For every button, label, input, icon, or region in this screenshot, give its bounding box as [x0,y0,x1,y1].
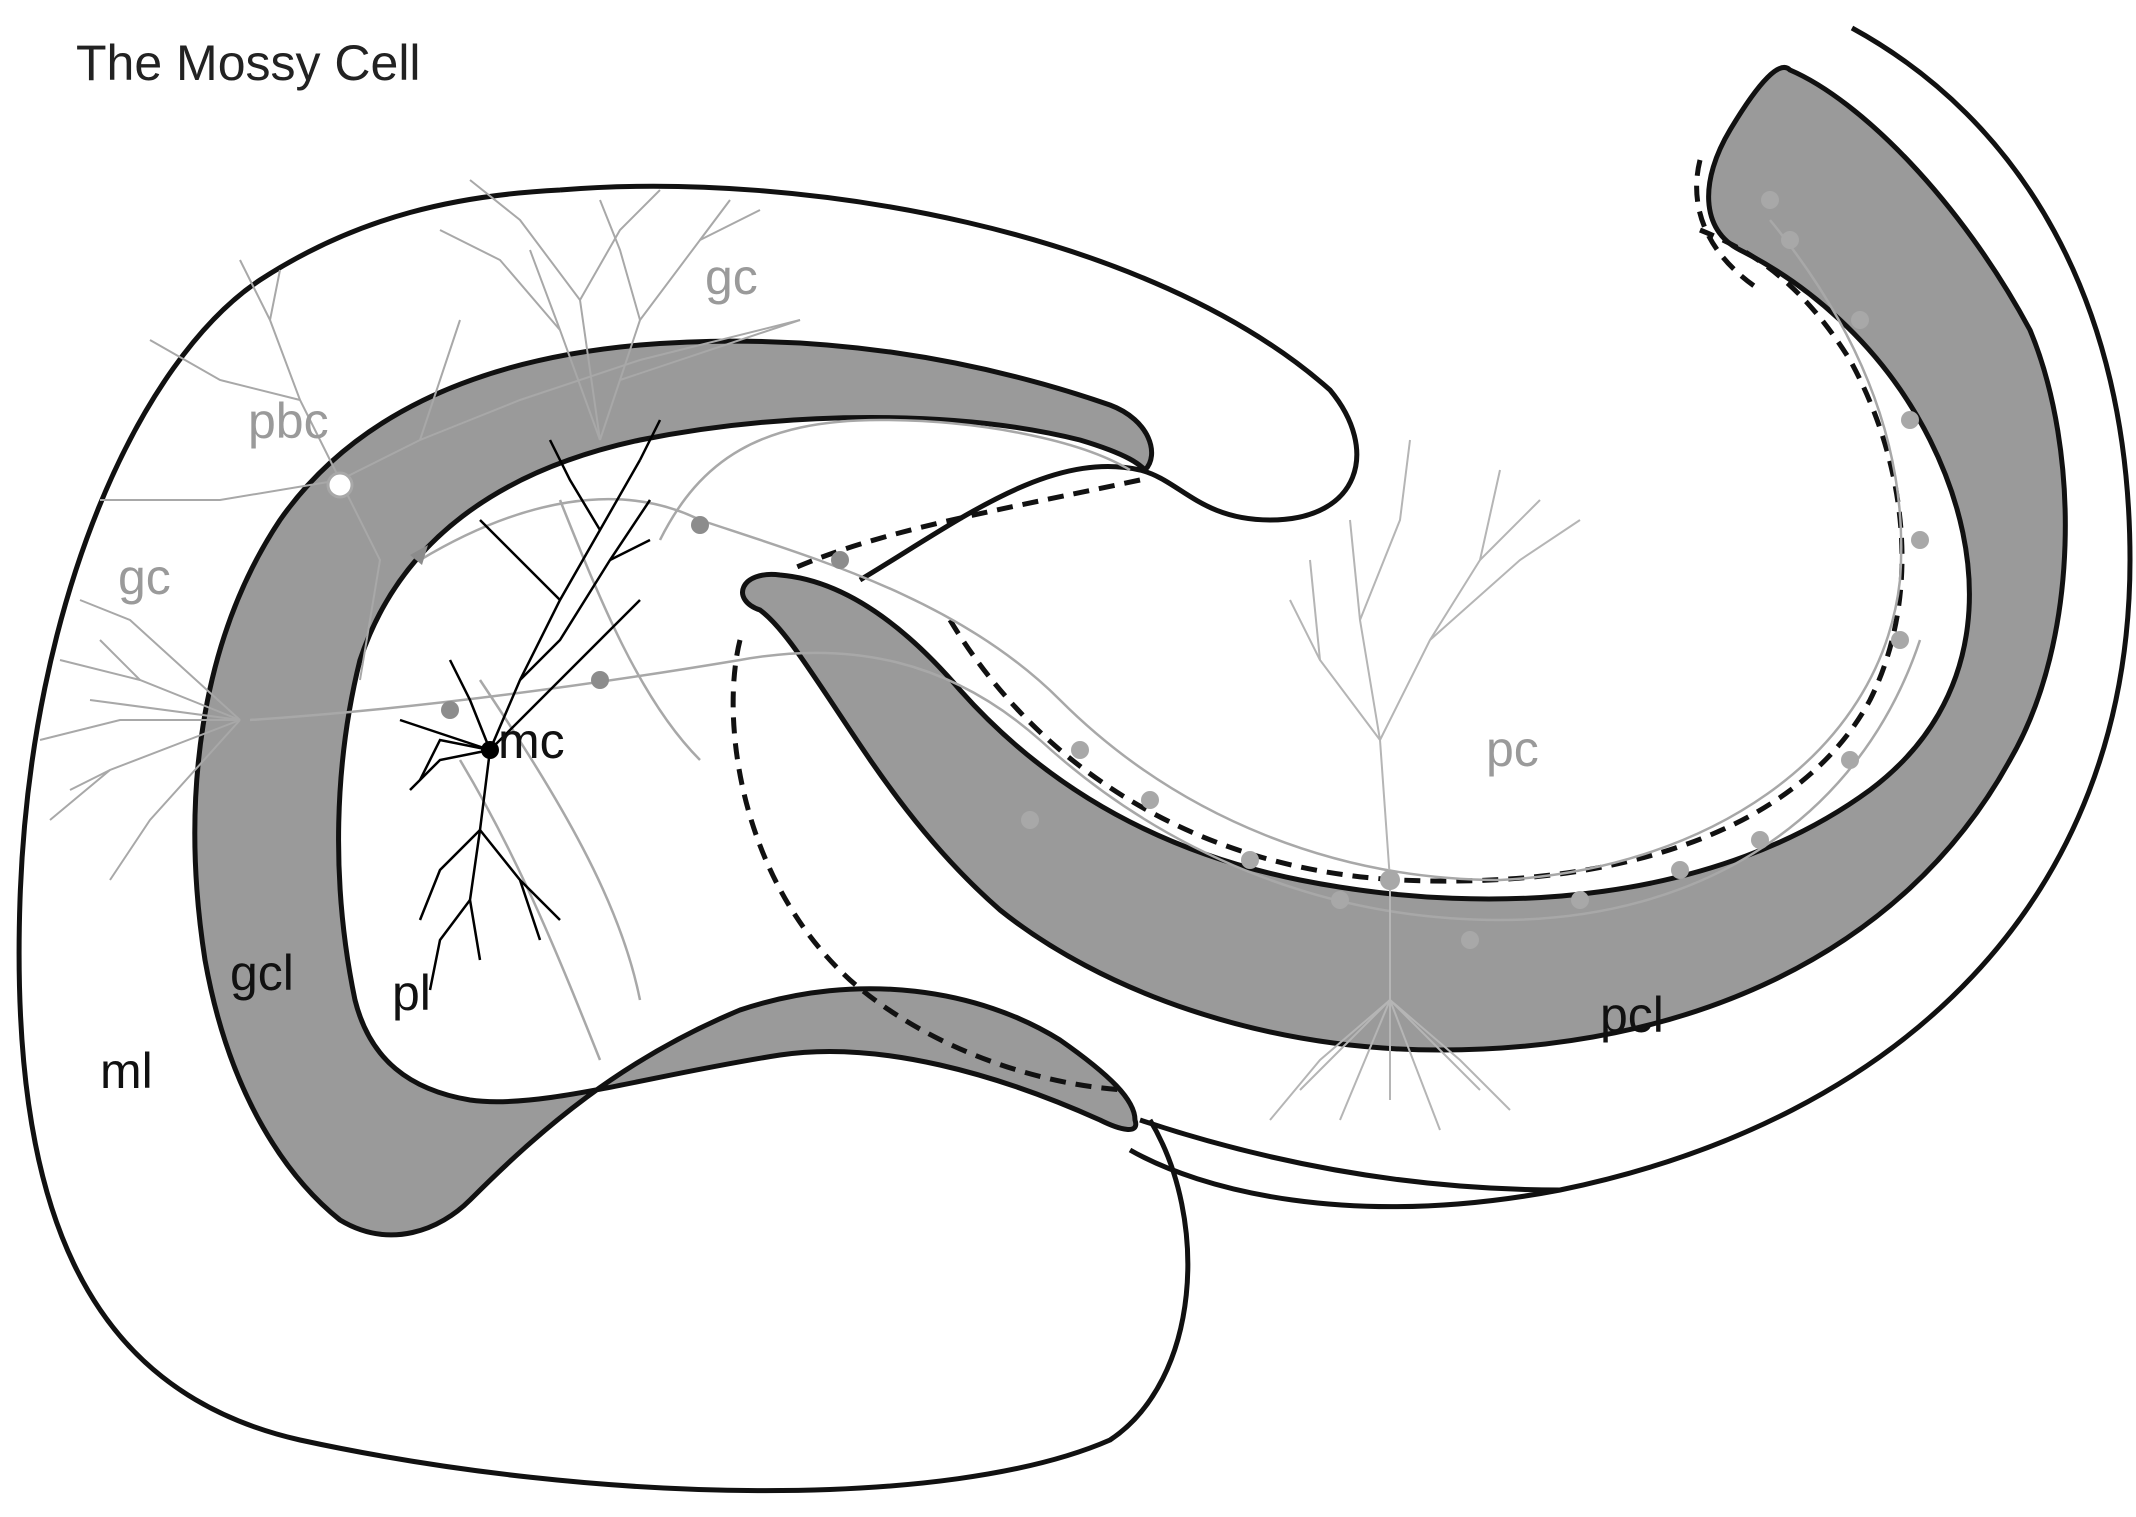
pyramidal-cell-soma [1380,870,1400,890]
ca3-outer-border [1139,1117,1561,1193]
gcl-somata [410,516,849,719]
dashed-border-lower [730,639,1126,1093]
dashed-border-upper [788,477,1141,573]
label-gcl: gcl [230,945,294,1001]
label-pc: pc [1486,721,1539,777]
basket-cell-soma [326,471,354,499]
pcl-somata [1021,191,1929,949]
label-pbc: pbc [248,393,329,449]
figure-title: The Mossy Cell [76,35,421,91]
dentate-gyrus-outline [16,183,1360,1494]
mossy-cell [399,419,662,991]
granule-cell-dendrites-left [39,599,241,881]
label-gc-left: gc [118,549,171,605]
label-pcl: pcl [1600,987,1664,1043]
outer-boundary-arc [1128,25,2133,1209]
label-pl: pl [392,965,431,1021]
label-ml: ml [100,1043,153,1099]
dashed-border-ca3 [947,227,1905,884]
pyramidal-cell-dendrites [1269,439,1581,1131]
basket-cell-processes [100,259,801,681]
pyramidal-cell-layer [740,65,2068,1053]
mossy-cell-soma [481,741,499,759]
dashed-border-ca3-tip [1694,159,1762,293]
granule-cell-layer [192,338,1155,1238]
label-mc: mc [498,713,565,769]
granule-cell-dendrites-top [439,179,801,441]
label-gc-top: gc [705,249,758,305]
